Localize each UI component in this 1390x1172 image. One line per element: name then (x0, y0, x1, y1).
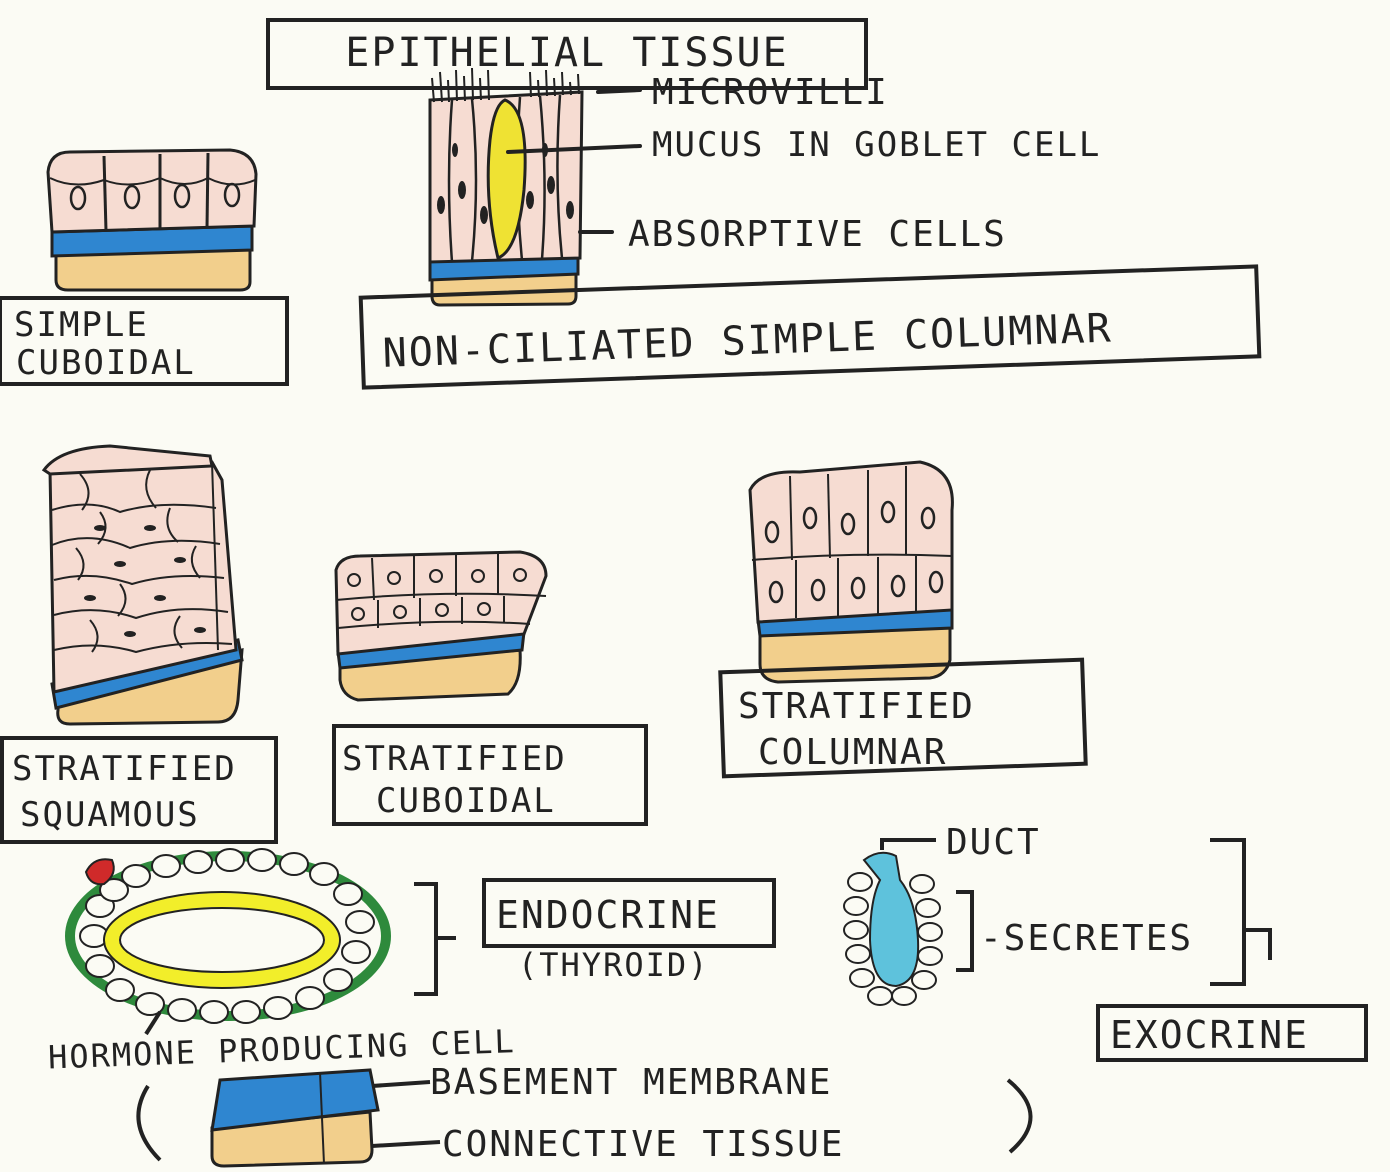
secretes-label: -SECRETES (980, 918, 1193, 959)
legend-connective-tissue: CONNECTIVE TISSUE (442, 1124, 844, 1165)
exocrine-label: EXOCRINE (1110, 1013, 1309, 1057)
exocrine-gland-illustration (843, 838, 974, 1006)
stratified-columnar-illustration (748, 460, 954, 684)
stratified-squamous-label-box: STRATIFIED SQUAMOUS (0, 736, 278, 844)
simple-cuboidal-label-box: SIMPLE CUBOIDAL (0, 296, 289, 386)
stratified-squamous-label-line2: SQUAMOUS (20, 795, 200, 835)
stratified-cuboidal-label-line1: STRATIFIED (342, 739, 567, 779)
simple-cuboidal-label-line2: CUBOIDAL (16, 343, 196, 383)
duct-label: DUCT (946, 822, 1041, 863)
simple-cuboidal-illustration (46, 148, 258, 292)
simple-columnar-labels: MICROVILLI MUCUS IN GOBLET CELL ABSORPTI… (628, 72, 1101, 255)
simple-cuboidal-label-line1: SIMPLE (14, 305, 149, 345)
endocrine-label-box: ENDOCRINE (THYROID) (482, 878, 776, 984)
stratified-cuboidal-label-box: STRATIFIED CUBOIDAL (332, 724, 648, 826)
stratified-cuboidal-label-line2: CUBOIDAL (376, 781, 556, 821)
simple-columnar-illustration (428, 67, 642, 307)
thyroid-follicle-illustration (65, 848, 391, 1036)
stratified-squamous-label-line1: STRATIFIED (12, 749, 237, 789)
page-title: EPITHELIAL TISSUE (345, 30, 788, 76)
stratified-cuboidal-illustration (334, 550, 548, 702)
stratified-columnar-label-box: STRATIFIED COLUMNAR (718, 657, 1088, 779)
exocrine-bracket (1210, 838, 1272, 986)
stratified-columnar-label-line1: STRATIFIED (738, 686, 975, 727)
title-box: EPITHELIAL TISSUE (266, 18, 868, 90)
stratified-squamous-illustration (41, 444, 244, 726)
endocrine-bracket (414, 882, 456, 996)
endocrine-label: ENDOCRINE (496, 893, 720, 937)
stratified-columnar-label-line2: COLUMNAR (758, 732, 947, 773)
legend-illustration (136, 1068, 1033, 1168)
exocrine-label-box: EXOCRINE (1096, 1004, 1368, 1062)
legend-basement-membrane: BASEMENT MEMBRANE (430, 1062, 832, 1103)
label-absorptive-cells: ABSORPTIVE CELLS (628, 214, 1007, 255)
label-mucus-goblet: MUCUS IN GOBLET CELL (652, 125, 1101, 165)
label-microvilli: MICROVILLI (652, 72, 889, 113)
endocrine-example: (THYROID) (518, 946, 709, 984)
